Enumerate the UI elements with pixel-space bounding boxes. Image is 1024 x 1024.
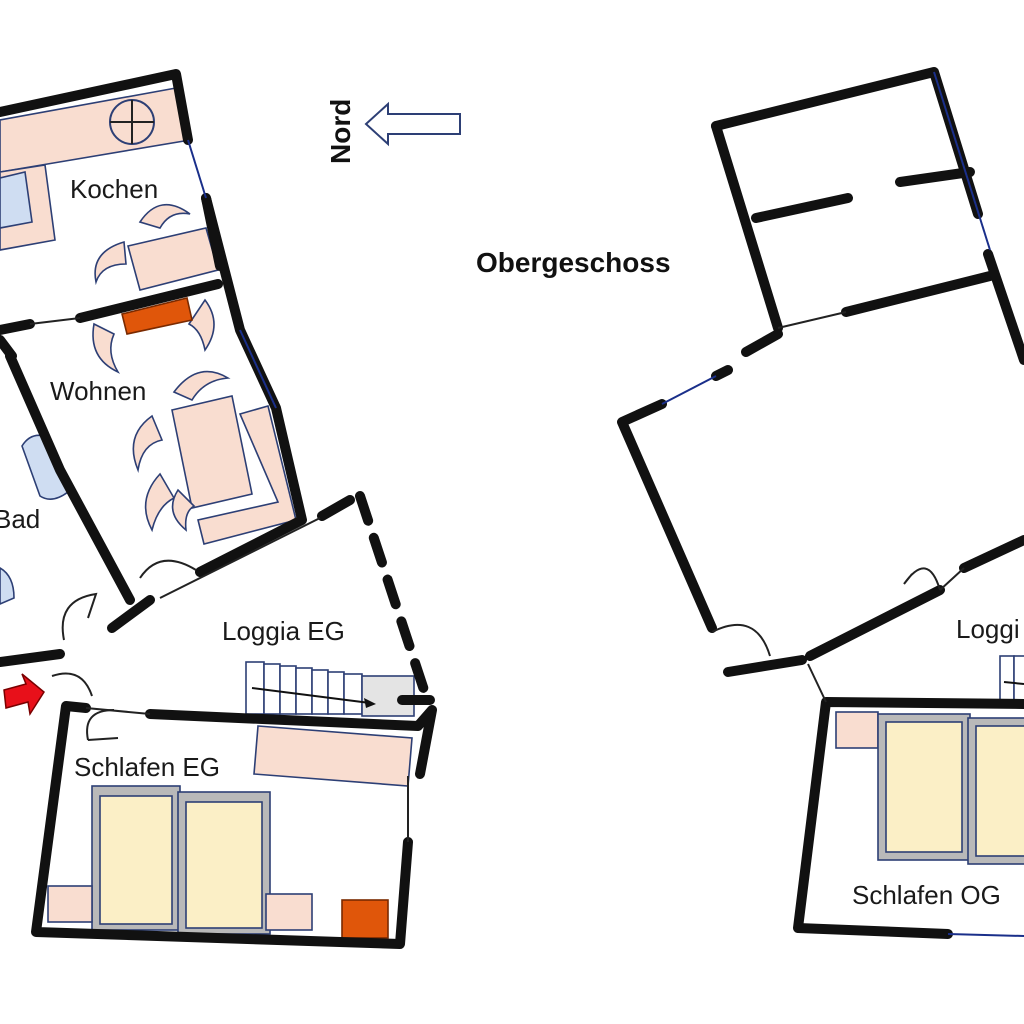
armchair <box>172 370 231 402</box>
coffee-table <box>171 395 253 509</box>
sofa <box>197 405 297 545</box>
armchair <box>144 472 176 533</box>
upper-floor-plan <box>617 67 1024 939</box>
double-bed <box>91 785 271 935</box>
nightstand <box>835 711 879 749</box>
room-label-bad: Bad <box>0 504 40 534</box>
room-label-schlafen-eg: Schlafen EG <box>74 752 220 782</box>
wardrobe <box>253 725 413 787</box>
double-bed <box>877 713 1024 865</box>
entry-arrow-icon <box>3 673 45 717</box>
north-arrow-icon <box>364 101 461 147</box>
heater <box>341 899 389 939</box>
armchair <box>171 488 196 532</box>
sink <box>0 171 33 229</box>
door-swing <box>61 592 98 641</box>
door-swing <box>903 567 941 591</box>
stove <box>121 297 193 335</box>
door-swing <box>139 559 197 579</box>
nightstand <box>265 893 313 931</box>
floor-title-obergeschoss: Obergeschoss <box>476 247 671 278</box>
door-swing <box>86 709 119 741</box>
room-label-schlafen-og: Schlafen OG <box>852 880 1001 910</box>
room-label-wohnen: Wohnen <box>50 376 146 406</box>
door-swing <box>711 623 771 657</box>
north-label: Nord <box>325 99 356 164</box>
armchair <box>132 414 164 473</box>
room-label-loggia-eg: Loggia EG <box>222 616 345 646</box>
chair <box>187 298 215 353</box>
walls-ground-floor <box>0 69 437 949</box>
door-swing <box>51 672 93 697</box>
chair <box>92 322 121 374</box>
ground-floor-plan <box>0 69 437 949</box>
staircase <box>245 661 415 717</box>
chair <box>94 240 127 286</box>
dining-table <box>127 227 219 291</box>
staircase <box>999 655 1024 705</box>
nightstand <box>47 885 93 923</box>
room-label-kochen: Kochen <box>70 174 158 204</box>
toilet <box>0 567 15 605</box>
room-label-loggia-og: Loggi <box>956 614 1020 644</box>
kitchen-hob-icon <box>109 99 155 145</box>
chair <box>138 203 191 229</box>
